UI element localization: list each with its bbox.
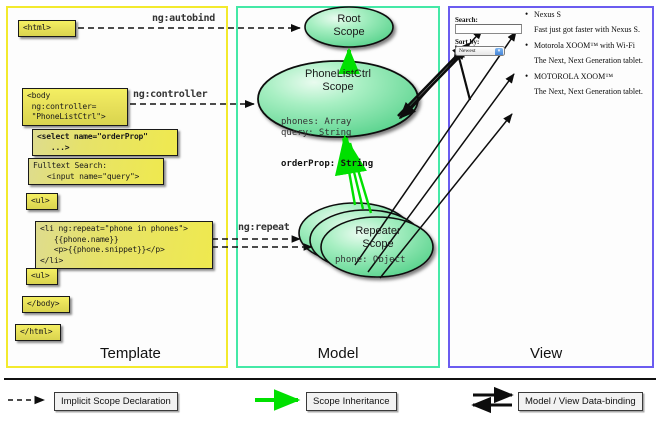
ul-open-box: <ul> bbox=[26, 193, 58, 210]
panel-template-label: Template bbox=[100, 345, 161, 362]
panel-model: Model bbox=[236, 6, 440, 368]
list-item: Motorola XOOM™ with Wi-Fi The Next, Next… bbox=[524, 40, 652, 65]
list-item-snippet: The Next, Next Generation tablet. bbox=[534, 56, 643, 65]
list-item-snippet: The Next, Next Generation tablet. bbox=[534, 87, 643, 96]
sort-select-value: Newest bbox=[459, 48, 476, 54]
legend-implicit-scope: Implicit Scope Declaration bbox=[54, 392, 178, 411]
chevron-down-icon: ▾ bbox=[495, 48, 503, 55]
search-label: Search: bbox=[455, 16, 478, 24]
html-open-box: <html> bbox=[18, 20, 76, 37]
edge-label-repeat: ng:repeat bbox=[238, 222, 290, 233]
list-item-title: Motorola XOOM™ with Wi-Fi bbox=[524, 40, 652, 50]
panel-view-label: View bbox=[530, 345, 563, 362]
ul-close-box: <ul> bbox=[26, 268, 58, 285]
legend-data-binding: Model / View Data-binding bbox=[518, 392, 643, 411]
select-box: <select name="orderProp" ...> bbox=[32, 129, 178, 156]
list-item-title: Nexus S bbox=[524, 9, 652, 19]
edge-label-autobind: ng:autobind bbox=[152, 13, 215, 24]
legend-scope-inheritance: Scope Inheritance bbox=[306, 392, 397, 411]
sort-label: Sort by: bbox=[455, 38, 480, 46]
list-item-title: MOTOROLA XOOM™ bbox=[524, 71, 652, 81]
sort-select[interactable]: Newest ▾ bbox=[455, 46, 505, 56]
phone-list: Nexus S Fast just got faster with Nexus … bbox=[524, 9, 652, 103]
legend-divider bbox=[4, 378, 656, 380]
li-repeat-box: <li ng:repeat="phone in phones"> {{phone… bbox=[35, 221, 213, 269]
list-item: MOTOROLA XOOM™ The Next, Next Generation… bbox=[524, 71, 652, 96]
fulltext-search-box: Fulltext Search: <input name="query"> bbox=[28, 158, 164, 185]
body-open-box: <body ng:controller= "PhoneListCtrl"> bbox=[22, 88, 128, 126]
list-item: Nexus S Fast just got faster with Nexus … bbox=[524, 9, 652, 34]
edge-label-controller: ng:controller bbox=[133, 89, 208, 100]
panel-model-label: Model bbox=[317, 345, 359, 362]
list-item-snippet: Fast just got faster with Nexus S. bbox=[534, 25, 640, 34]
search-input[interactable] bbox=[455, 24, 522, 34]
panel-template: Template bbox=[6, 6, 228, 368]
legend-double-arrow-glyph bbox=[471, 386, 514, 414]
body-close-box: </body> bbox=[22, 296, 70, 313]
html-close-box: </html> bbox=[15, 324, 61, 341]
